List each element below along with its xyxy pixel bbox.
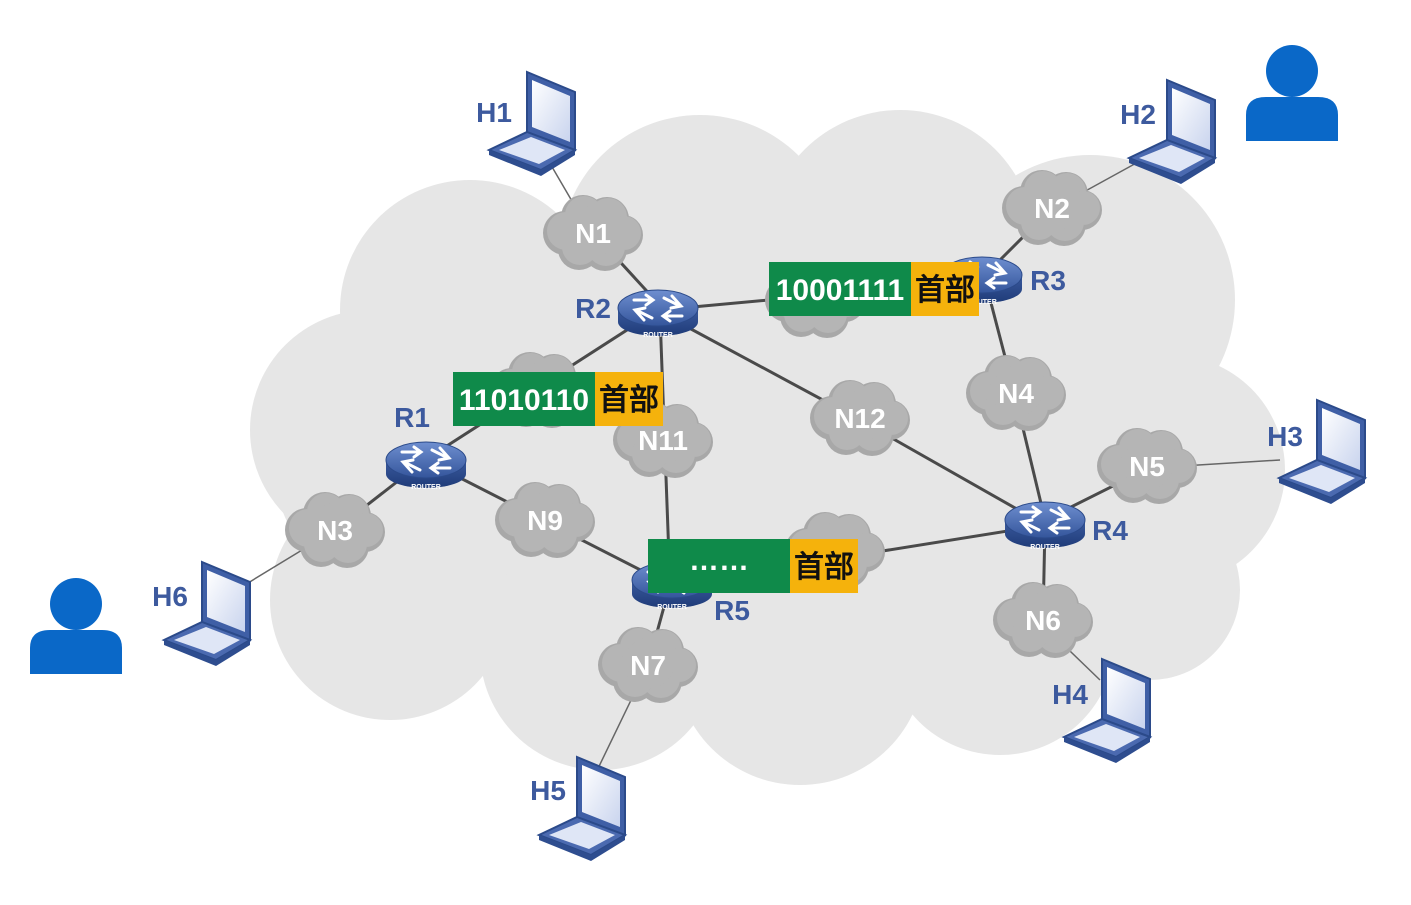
host-h1: H1 bbox=[476, 70, 578, 176]
network-n4: N4 bbox=[966, 355, 1066, 431]
network-n5: N5 bbox=[1097, 428, 1197, 504]
network-n1: N1 bbox=[543, 195, 643, 271]
packet-data-block bbox=[453, 372, 595, 426]
user-icon bbox=[1246, 45, 1338, 141]
host-label: H3 bbox=[1267, 421, 1303, 452]
network-label: N9 bbox=[527, 505, 563, 536]
packet-header-text: 首部 bbox=[599, 383, 659, 417]
packet-data-text: 11010110 bbox=[459, 384, 589, 417]
packets: 11010110 首部 10001111 首部 …… 首部 bbox=[453, 262, 979, 593]
network-n12: N12 bbox=[810, 380, 910, 456]
network-label: N2 bbox=[1034, 193, 1070, 224]
packet-header-text: 首部 bbox=[915, 273, 975, 307]
host-label: H6 bbox=[152, 581, 188, 612]
router-caption: ROUTER bbox=[967, 299, 997, 306]
packet-header-block bbox=[790, 539, 858, 593]
router-label: R4 bbox=[1092, 515, 1128, 546]
packet-p1: 11010110 首部 bbox=[453, 372, 663, 426]
laptop-icon bbox=[536, 755, 628, 861]
packet-p3: …… 首部 bbox=[648, 539, 858, 593]
router-arrows-icon bbox=[1019, 505, 1071, 535]
host-h4: H4 bbox=[1052, 657, 1153, 763]
packet-data-block bbox=[648, 539, 790, 593]
packet-header-block bbox=[911, 262, 979, 316]
packet-data-block bbox=[769, 262, 911, 316]
network-label: N1 bbox=[575, 218, 611, 249]
network-label: N4 bbox=[998, 378, 1034, 409]
laptop-icon bbox=[1061, 657, 1153, 763]
laptop-icon bbox=[486, 70, 578, 176]
network-label: N12 bbox=[834, 403, 885, 434]
host-label: H4 bbox=[1052, 679, 1088, 710]
packet-p2: 10001111 首部 bbox=[769, 262, 979, 316]
network-n2: N2 bbox=[1002, 170, 1102, 246]
network-n6: N6 bbox=[993, 582, 1093, 658]
host-label: H5 bbox=[530, 775, 566, 806]
network-n7: N7 bbox=[598, 627, 698, 703]
router-caption: ROUTER bbox=[411, 484, 441, 491]
users bbox=[30, 45, 1338, 674]
router-r2: ROUTER R2 bbox=[575, 289, 699, 339]
router-label: R2 bbox=[575, 293, 611, 324]
laptop-icon bbox=[1276, 398, 1368, 504]
packet-data-text: …… bbox=[689, 544, 749, 577]
user-icon bbox=[30, 578, 122, 674]
router-caption: ROUTER bbox=[643, 332, 673, 339]
packet-header-block bbox=[595, 372, 663, 426]
network-n3: N3 bbox=[285, 492, 385, 568]
host-h2: H2 bbox=[1120, 78, 1218, 184]
network-n9: N9 bbox=[495, 482, 595, 558]
router-label: R3 bbox=[1030, 265, 1066, 296]
router-label: R5 bbox=[714, 595, 750, 626]
host-h3: H3 bbox=[1267, 398, 1368, 504]
packet-data-text: 10001111 bbox=[776, 274, 905, 307]
router-label: R1 bbox=[394, 402, 430, 433]
router-caption: ROUTER bbox=[1030, 544, 1060, 551]
network-label: N3 bbox=[317, 515, 353, 546]
laptop-icon bbox=[161, 560, 253, 666]
network-label: N7 bbox=[630, 650, 666, 681]
laptop-icon bbox=[1126, 78, 1218, 184]
host-h5: H5 bbox=[530, 755, 628, 861]
router-caption: ROUTER bbox=[657, 604, 687, 611]
host-label: H2 bbox=[1120, 99, 1156, 130]
network-label: N5 bbox=[1129, 451, 1165, 482]
network-label: N11 bbox=[638, 425, 688, 456]
network-label: N6 bbox=[1025, 605, 1061, 636]
router-arrows-icon bbox=[400, 445, 452, 475]
router-arrows-icon bbox=[632, 293, 684, 323]
router-r4: ROUTER R4 bbox=[1004, 501, 1128, 551]
packet-header-text: 首部 bbox=[794, 550, 854, 584]
host-h6: H6 bbox=[152, 560, 253, 666]
host-label: H1 bbox=[476, 97, 512, 128]
router-r1: ROUTER R1 bbox=[385, 402, 467, 491]
